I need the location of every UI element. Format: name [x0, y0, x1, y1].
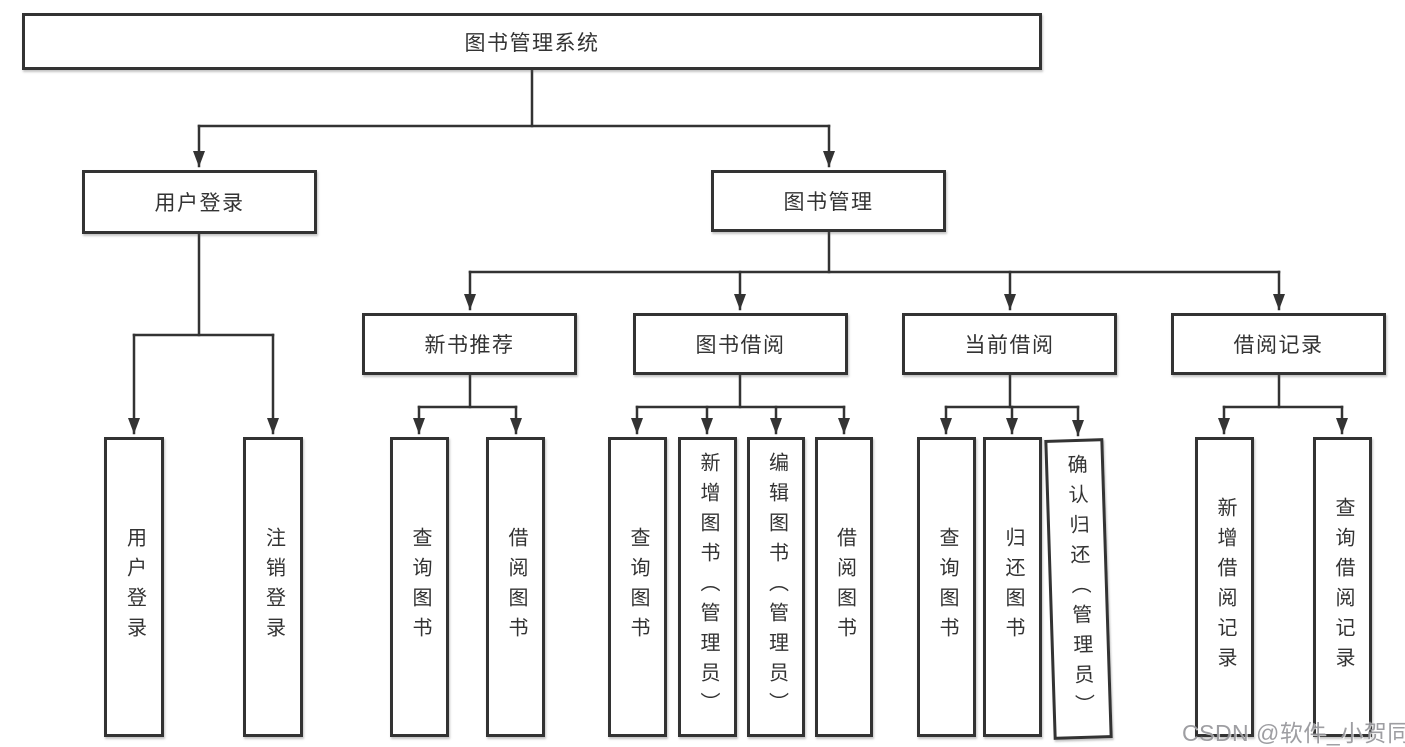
- node-book-management: 图书管理: [711, 170, 946, 232]
- leaf-borrow-books: 借阅图书: [815, 437, 873, 737]
- node-label: 查询图书: [936, 527, 958, 647]
- node-label: 图书管理: [783, 191, 874, 214]
- node-label: 用户登录: [154, 192, 245, 215]
- node-label: 归还图书: [1002, 527, 1024, 647]
- connector-root-to-level2: [193, 68, 835, 168]
- node-label: 查询借阅记录: [1332, 497, 1354, 677]
- node-label: 新书推荐: [424, 334, 515, 357]
- node-label: 借阅图书: [505, 527, 527, 647]
- node-label: 查询图书: [627, 527, 649, 647]
- node-label: 新增图书（管理员）: [697, 452, 719, 722]
- node-label: 注销登录: [262, 527, 285, 647]
- leaf-query-books-current: 查询图书: [917, 437, 976, 737]
- node-root-library-system: 图书管理系统: [22, 13, 1042, 70]
- leaf-logout: 注销登录: [243, 437, 303, 737]
- leaf-borrow-books-recommend: 借阅图书: [486, 437, 545, 737]
- node-current-borrowing: 当前借阅: [902, 313, 1117, 375]
- connector-user-login-to-leaves: [128, 232, 279, 435]
- node-new-book-recommend: 新书推荐: [362, 313, 577, 375]
- node-label: 借阅记录: [1233, 334, 1324, 357]
- node-label: 编辑图书（管理员）: [765, 452, 788, 722]
- node-label: 新增借阅记录: [1214, 497, 1236, 677]
- leaf-add-borrow-record: 新增借阅记录: [1195, 437, 1254, 737]
- connector-book-borrow-to-leaves: [631, 373, 850, 435]
- node-book-borrowing: 图书借阅: [633, 313, 848, 375]
- leaf-user-login: 用户登录: [104, 437, 164, 737]
- connector-current-borrow-to-leaves: [940, 373, 1084, 437]
- leaf-return-books: 归还图书: [983, 437, 1042, 737]
- node-user-login: 用户登录: [82, 170, 317, 234]
- watermark: CSDN @软件_小贺同学: [1182, 720, 1405, 746]
- node-label: 用户登录: [123, 527, 146, 647]
- leaf-edit-books-admin: 编辑图书（管理员）: [747, 437, 805, 737]
- connector-new-book-to-leaves: [413, 373, 522, 435]
- node-label: 借阅图书: [833, 527, 856, 647]
- connector-borrow-records-to-leaves: [1218, 373, 1348, 435]
- node-label: 图书借阅: [695, 334, 786, 357]
- leaf-query-books-borrow: 查询图书: [608, 437, 667, 737]
- leaf-query-borrow-record: 查询借阅记录: [1313, 437, 1372, 737]
- leaf-add-books-admin: 新增图书（管理员）: [678, 437, 737, 737]
- node-label: 当前借阅: [964, 334, 1055, 357]
- node-label: 确认归还（管理员）: [1063, 453, 1095, 725]
- node-label: 查询图书: [409, 527, 431, 647]
- node-borrowing-records: 借阅记录: [1171, 313, 1386, 375]
- leaf-confirm-return-admin: 确认归还（管理员）: [1044, 438, 1113, 740]
- node-label: 图书管理系统: [464, 31, 600, 55]
- leaf-query-books-recommend: 查询图书: [390, 437, 449, 737]
- connector-book-mgmt-to-level3: [464, 230, 1285, 311]
